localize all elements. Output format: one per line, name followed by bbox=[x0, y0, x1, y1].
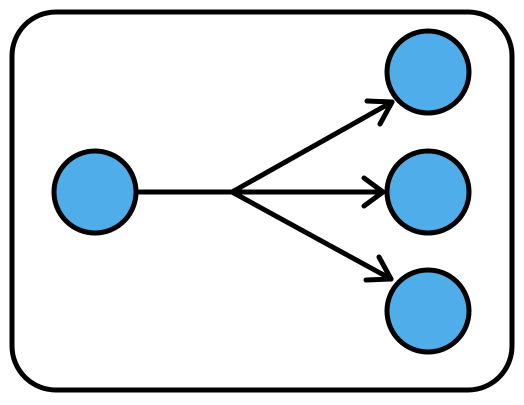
source-node bbox=[51, 148, 139, 236]
target-node-1 bbox=[384, 28, 472, 116]
edge-source-to-target-3 bbox=[229, 189, 394, 283]
target-node-3 bbox=[384, 267, 472, 355]
target-node-2 bbox=[384, 148, 472, 236]
edge-source-to-target-1 bbox=[229, 98, 395, 195]
edge-source-to-target-2 bbox=[229, 175, 386, 209]
